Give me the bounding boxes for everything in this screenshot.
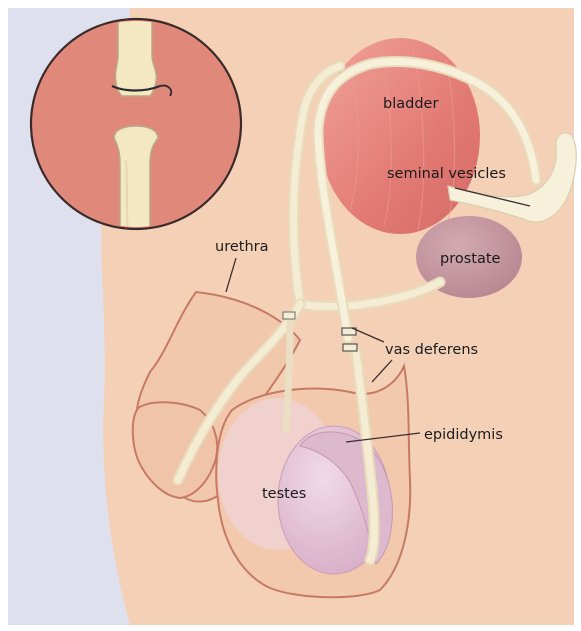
label-urethra: urethra: [215, 239, 268, 255]
label-epididymis: epididymis: [424, 427, 503, 443]
vas-cut-lower: [343, 344, 357, 351]
vas-deferens-back: [286, 318, 290, 430]
label-seminal-vesicles: seminal vesicles: [387, 166, 506, 182]
inset-vas-upper: [115, 10, 156, 96]
label-vas-deferens: vas deferens: [385, 342, 478, 358]
label-testes: testes: [262, 486, 306, 502]
label-bladder: bladder: [383, 96, 438, 112]
label-prostate: prostate: [440, 251, 501, 267]
vas-cut-back-upper: [283, 312, 295, 319]
